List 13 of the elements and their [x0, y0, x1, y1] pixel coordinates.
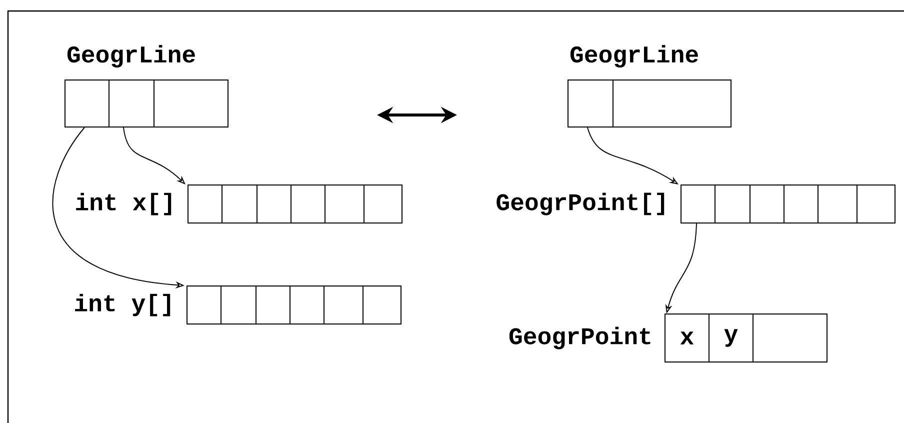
record-box: int y[] — [75, 286, 402, 324]
record-box: GeogrPoint[] — [496, 184, 896, 224]
node-label: GeogrPoint — [509, 326, 650, 350]
node-label: GeogrLine — [570, 45, 698, 68]
node-label: GeogrLine — [67, 45, 195, 68]
record-box: int x[] — [76, 184, 402, 224]
record-box: GeogrLine — [64, 45, 228, 128]
node-label: GeogrPoint[] — [496, 192, 664, 216]
arrow — [123, 127, 186, 184]
node-label: int y[] — [75, 294, 170, 316]
record-box: GeogrPoint x y — [509, 314, 828, 362]
record-box: GeogrLine — [568, 45, 732, 128]
node-label: int x[] — [76, 192, 172, 216]
